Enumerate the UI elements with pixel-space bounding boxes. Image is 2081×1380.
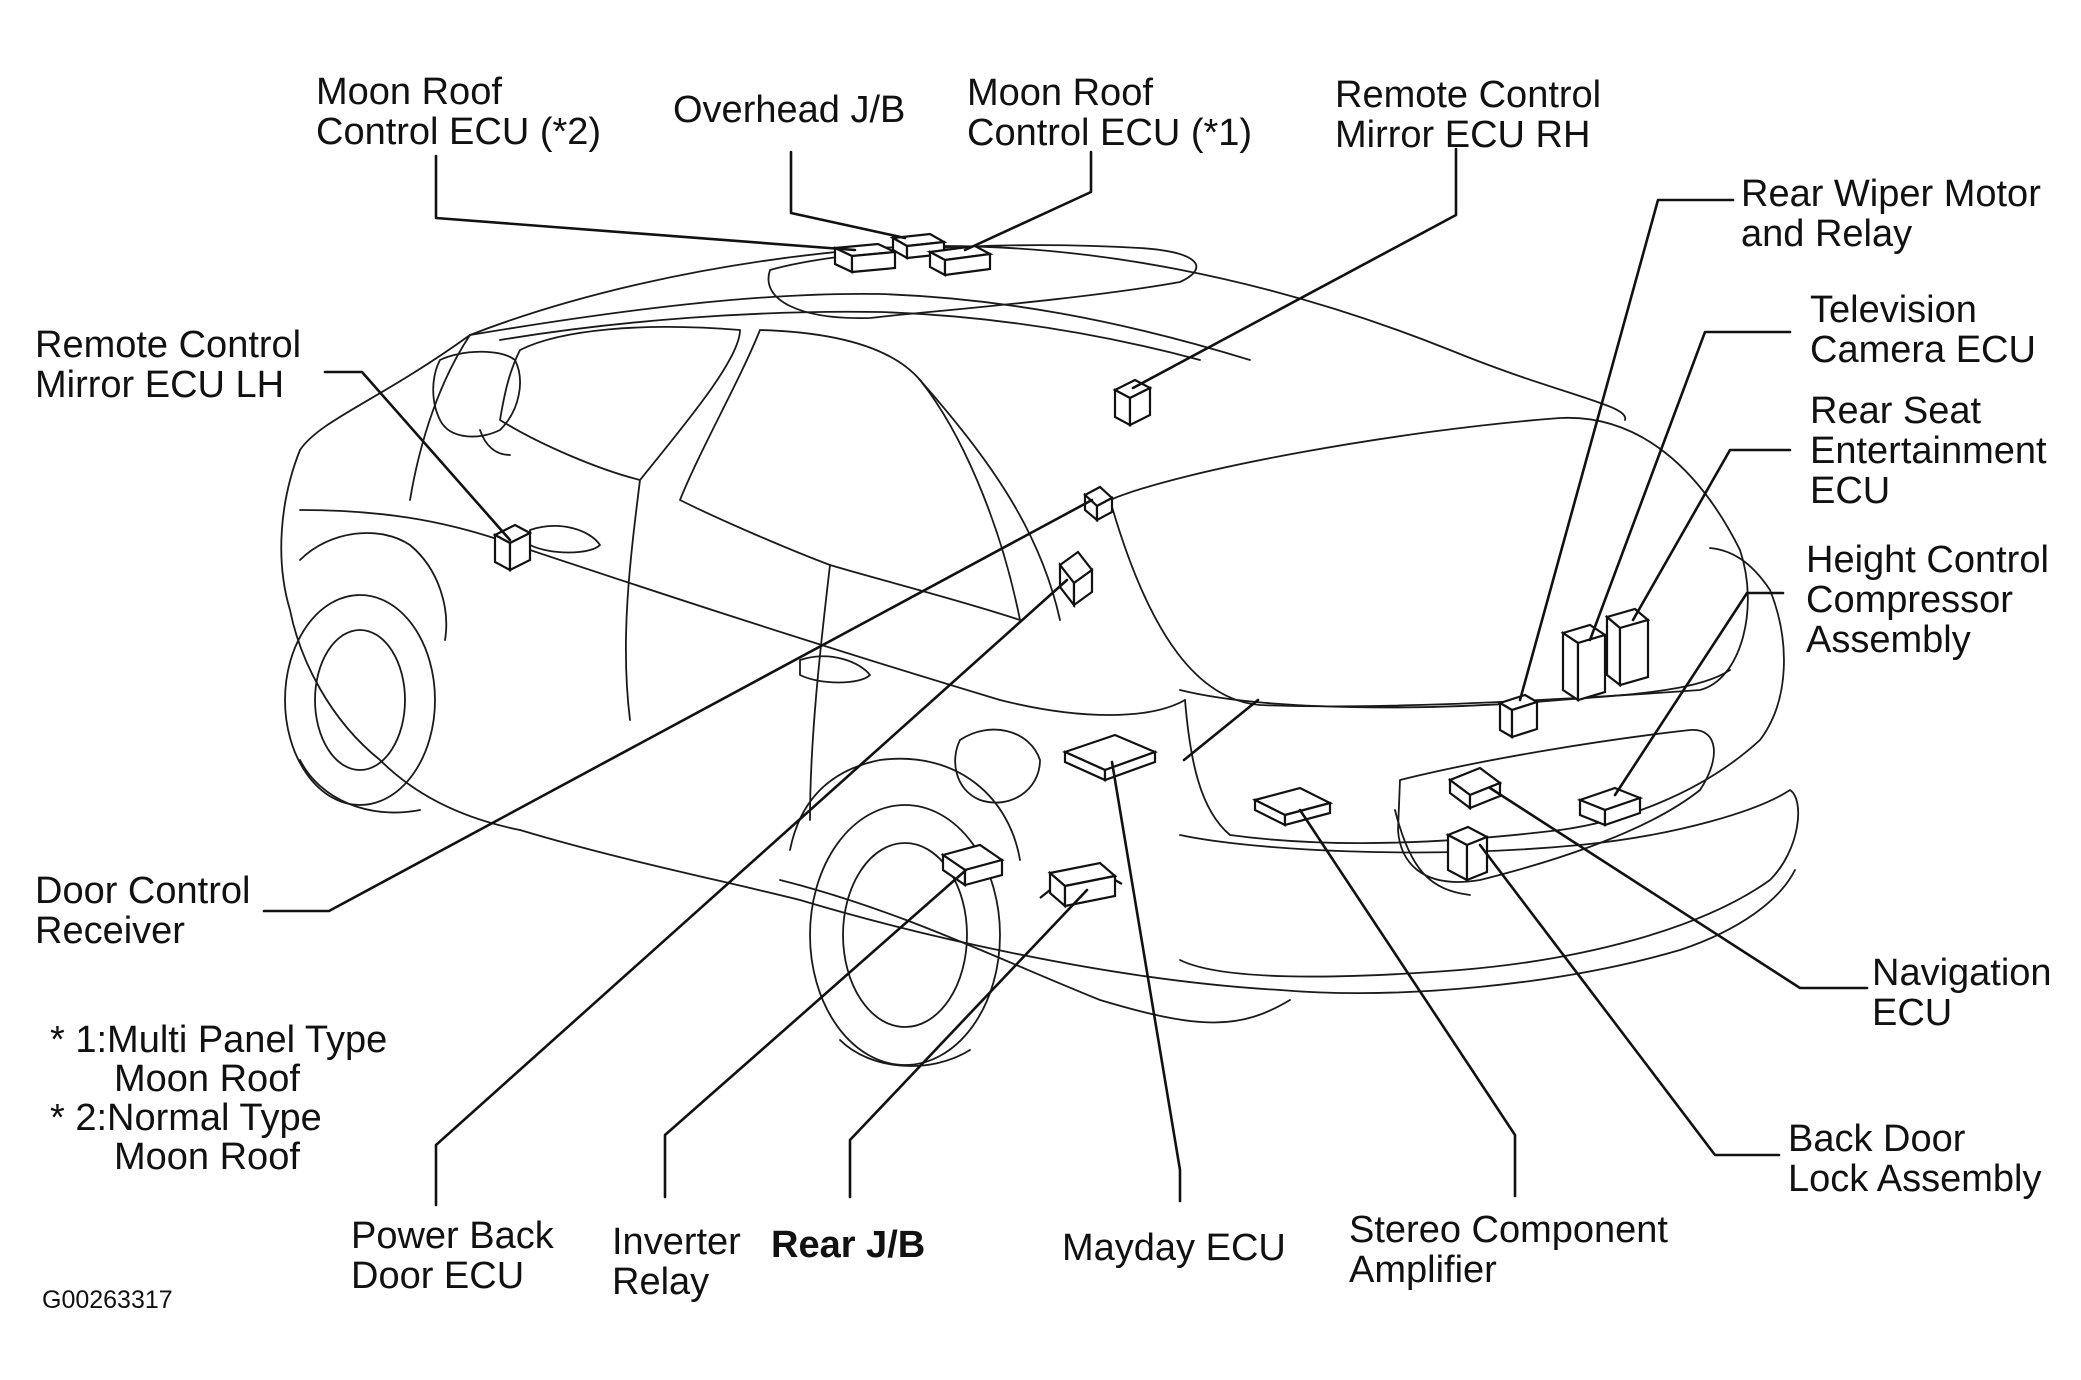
- label-line: Lock Assembly: [1788, 1158, 2042, 1200]
- label-line: Navigation: [1872, 952, 2052, 994]
- label-rear-jb: Rear J/B: [771, 1225, 925, 1265]
- label-line: and Relay: [1741, 213, 1913, 255]
- label-line: Rear J/B: [771, 1224, 926, 1266]
- label-mayday-ecu: Mayday ECU: [1062, 1228, 1286, 1268]
- label-line: Inverter: [612, 1221, 741, 1263]
- label-line: Control ECU (*2): [316, 111, 602, 153]
- label-line: Mayday ECU: [1062, 1227, 1286, 1269]
- label-moon-roof-control-ecu-2: Moon Roof Control ECU (*2): [316, 72, 601, 152]
- label-height-control-compressor: Height Control Compressor Assembly: [1806, 540, 2049, 660]
- label-line: Overhead J/B: [673, 89, 906, 131]
- label-line: Rear Seat: [1810, 390, 1982, 432]
- label-door-control-receiver: Door Control Receiver: [35, 871, 250, 951]
- label-line: Door Control: [35, 870, 251, 912]
- label-rear-wiper-motor-relay: Rear Wiper Motor and Relay: [1741, 174, 2041, 254]
- footnote-1-cont: Moon Roof: [114, 1058, 300, 1100]
- label-line: Control ECU (*1): [967, 112, 1253, 154]
- label-line: Height Control: [1806, 539, 2049, 581]
- label-line: Door ECU: [351, 1255, 525, 1297]
- label-line: Mirror ECU LH: [35, 364, 285, 406]
- label-line: ECU: [1810, 470, 1891, 512]
- footnote-2-cont: Moon Roof: [114, 1136, 300, 1178]
- label-line: Back Door: [1788, 1118, 1966, 1160]
- label-inverter-relay: Inverter Relay: [612, 1222, 741, 1302]
- figure-code: G00263317: [42, 1286, 173, 1314]
- label-stereo-component-amplifier: Stereo Component Amplifier: [1349, 1210, 1668, 1290]
- label-line: Stereo Component: [1349, 1209, 1668, 1251]
- car-outline: [280, 244, 1800, 1067]
- label-line: Amplifier: [1349, 1249, 1497, 1291]
- footnotes: * 1:Multi Panel Type Moon Roof * 2:Norma…: [50, 1021, 387, 1177]
- label-line: Relay: [612, 1261, 710, 1303]
- footnote-1: * 1:Multi Panel Type: [50, 1019, 388, 1061]
- label-line: Moon Roof: [967, 72, 1153, 114]
- label-line: Receiver: [35, 910, 185, 952]
- label-remote-control-mirror-ecu-rh: Remote Control Mirror ECU RH: [1335, 75, 1601, 155]
- label-remote-control-mirror-ecu-lh: Remote Control Mirror ECU LH: [35, 325, 301, 405]
- label-line: Television: [1810, 289, 1977, 331]
- label-line: Remote Control: [1335, 74, 1602, 116]
- label-rear-seat-entertainment-ecu: Rear Seat Entertainment ECU: [1810, 391, 2047, 511]
- label-line: ECU: [1872, 992, 1953, 1034]
- component-boxes: [492, 232, 1651, 909]
- label-line: Power Back: [351, 1215, 554, 1257]
- label-navigation-ecu: Navigation ECU: [1872, 953, 2052, 1033]
- label-line: Compressor: [1806, 579, 2013, 621]
- label-line: Mirror ECU RH: [1335, 114, 1591, 156]
- label-television-camera-ecu: Television Camera ECU: [1810, 290, 2036, 370]
- leader-lines: [262, 147, 1869, 1207]
- label-line: Assembly: [1806, 619, 1971, 661]
- footnote-2: * 2:Normal Type: [50, 1097, 322, 1139]
- label-moon-roof-control-ecu-1: Moon Roof Control ECU (*1): [967, 73, 1252, 153]
- label-line: Entertainment: [1810, 430, 2047, 472]
- label-overhead-jb: Overhead J/B: [673, 90, 905, 130]
- label-line: Camera ECU: [1810, 329, 2036, 371]
- label-line: Rear Wiper Motor: [1741, 173, 2041, 215]
- label-line: Moon Roof: [316, 71, 502, 113]
- label-back-door-lock-assembly: Back Door Lock Assembly: [1788, 1119, 2041, 1199]
- label-power-back-door-ecu: Power Back Door ECU: [351, 1216, 554, 1296]
- label-line: Remote Control: [35, 324, 302, 366]
